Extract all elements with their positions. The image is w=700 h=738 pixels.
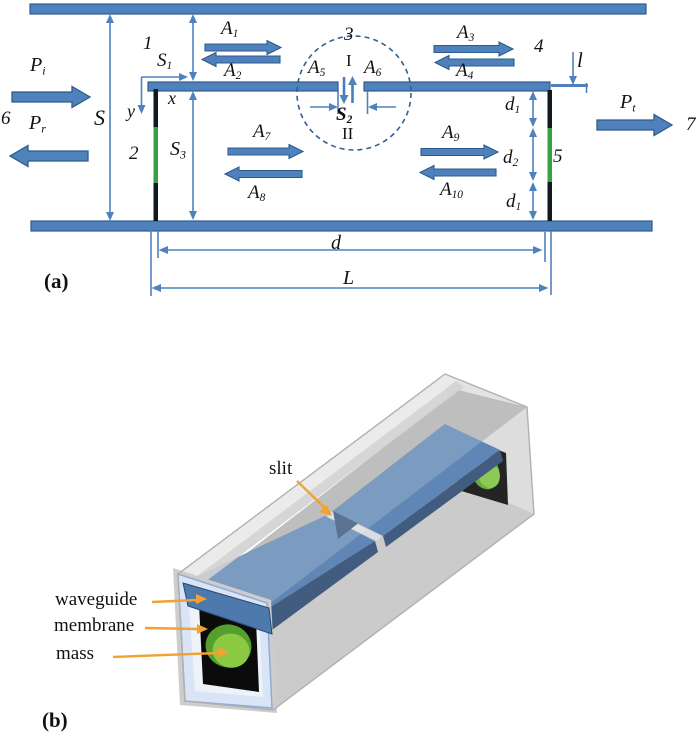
dim-S	[106, 14, 114, 221]
label-axis-y: y	[127, 101, 135, 121]
dim-l	[569, 52, 577, 85]
glass-right-sheen	[268, 407, 534, 710]
dim-d2	[529, 128, 537, 181]
label-dim-S1: S1	[157, 50, 173, 73]
label-A4: A4	[456, 60, 474, 83]
arrow-A7-right	[227, 143, 305, 160]
caption-a: (a)	[44, 269, 69, 293]
panel-b-3d-render: slit waveguide membrane mass (b)	[0, 330, 700, 738]
coordinate-axes	[137, 73, 188, 114]
label-waveguide: waveguide	[55, 589, 138, 610]
label-A7: A7	[253, 121, 271, 144]
label-l: l	[577, 48, 583, 72]
caption-b: (b)	[42, 708, 68, 732]
inner-left-wall	[189, 381, 464, 588]
glass-top-left-wall	[178, 374, 456, 582]
label-region-6: 6	[1, 108, 11, 129]
label-dim-S2: S2	[336, 104, 353, 127]
label-region-5: 5	[553, 146, 563, 167]
label-A10: A10	[440, 179, 463, 202]
label-slit: slit	[269, 458, 293, 479]
dim-S3	[189, 91, 197, 220]
panel-a-schematic: Pi Pr Pt 6 7 1 2 3 4 5 S S1 S3 S2 x y I …	[0, 0, 700, 320]
left-membrane	[153, 89, 158, 221]
tube-outline	[177, 373, 535, 711]
dim-L	[150, 228, 552, 296]
dim-d	[157, 231, 546, 262]
plate-far-right-side	[383, 450, 503, 547]
label-Pr: Pr	[29, 112, 46, 136]
arrow-A2-left	[200, 51, 281, 68]
slit-detail-circle	[296, 35, 412, 151]
plate-cross-section	[182, 582, 273, 635]
plate-near-right-side	[269, 541, 378, 630]
label-Pi: Pi	[30, 54, 46, 78]
plate-near-top	[183, 516, 375, 608]
label-d2: d2	[503, 147, 519, 170]
waveguide-walls	[29, 3, 653, 232]
arrow-A4-left	[433, 54, 515, 71]
near-face	[173, 568, 277, 713]
top-wall	[29, 3, 647, 15]
label-d1-top: d1	[505, 94, 521, 117]
dim-d1-bottom	[529, 182, 537, 220]
mid-wall-left	[147, 81, 339, 92]
annotation-arrows	[112, 480, 332, 659]
label-A5: A5	[308, 57, 326, 80]
plate-far-top	[333, 424, 500, 536]
label-region-2: 2	[129, 143, 139, 164]
near-mass	[205, 624, 252, 668]
label-A6: A6	[364, 57, 382, 80]
arrow-Pt-transmitted	[596, 113, 674, 137]
label-d1-bottom: d1	[506, 191, 522, 214]
dim-d1-top	[529, 91, 537, 127]
arrow-Pi-incident	[11, 85, 92, 109]
label-A8: A8	[248, 182, 266, 205]
label-zone-II: II	[342, 124, 354, 143]
label-L: L	[343, 267, 355, 289]
mid-wall-thin-extension	[551, 84, 588, 87]
arrow-A8-left	[223, 166, 303, 182]
arrow-A3-right	[433, 41, 515, 57]
label-region-4: 4	[534, 36, 544, 57]
label-dim-S: S	[94, 105, 105, 130]
label-A2: A2	[224, 60, 242, 83]
waveguide-3d-svg	[112, 373, 535, 713]
label-region-7: 7	[686, 114, 696, 135]
right-membrane	[547, 90, 552, 221]
label-membrane: membrane	[54, 615, 135, 636]
waveguide-schematic-svg	[8, 3, 674, 296]
label-region-1: 1	[143, 33, 153, 54]
label-A3: A3	[457, 22, 475, 45]
label-Pt: Pt	[620, 91, 636, 115]
label-A9: A9	[442, 122, 460, 145]
glass-top-sheen	[178, 374, 527, 605]
arrow-Pr-reflected	[8, 144, 89, 168]
bottom-wall	[30, 220, 653, 232]
arrow-A9-right	[420, 144, 500, 160]
label-mass: mass	[56, 643, 94, 664]
label-axis-x: x	[168, 88, 176, 108]
label-A1: A1	[221, 18, 239, 41]
slit-flow-arrows	[339, 76, 357, 104]
mid-wall-right	[363, 81, 551, 92]
label-dim-S3: S3	[170, 138, 186, 162]
label-region-3: 3	[344, 24, 354, 45]
label-zone-I: I	[346, 51, 352, 70]
arrow-A1-right	[204, 39, 283, 56]
arrow-A10-left	[418, 164, 497, 181]
label-d: d	[331, 232, 341, 254]
dim-S1	[189, 14, 197, 81]
dim-S2	[310, 91, 396, 114]
